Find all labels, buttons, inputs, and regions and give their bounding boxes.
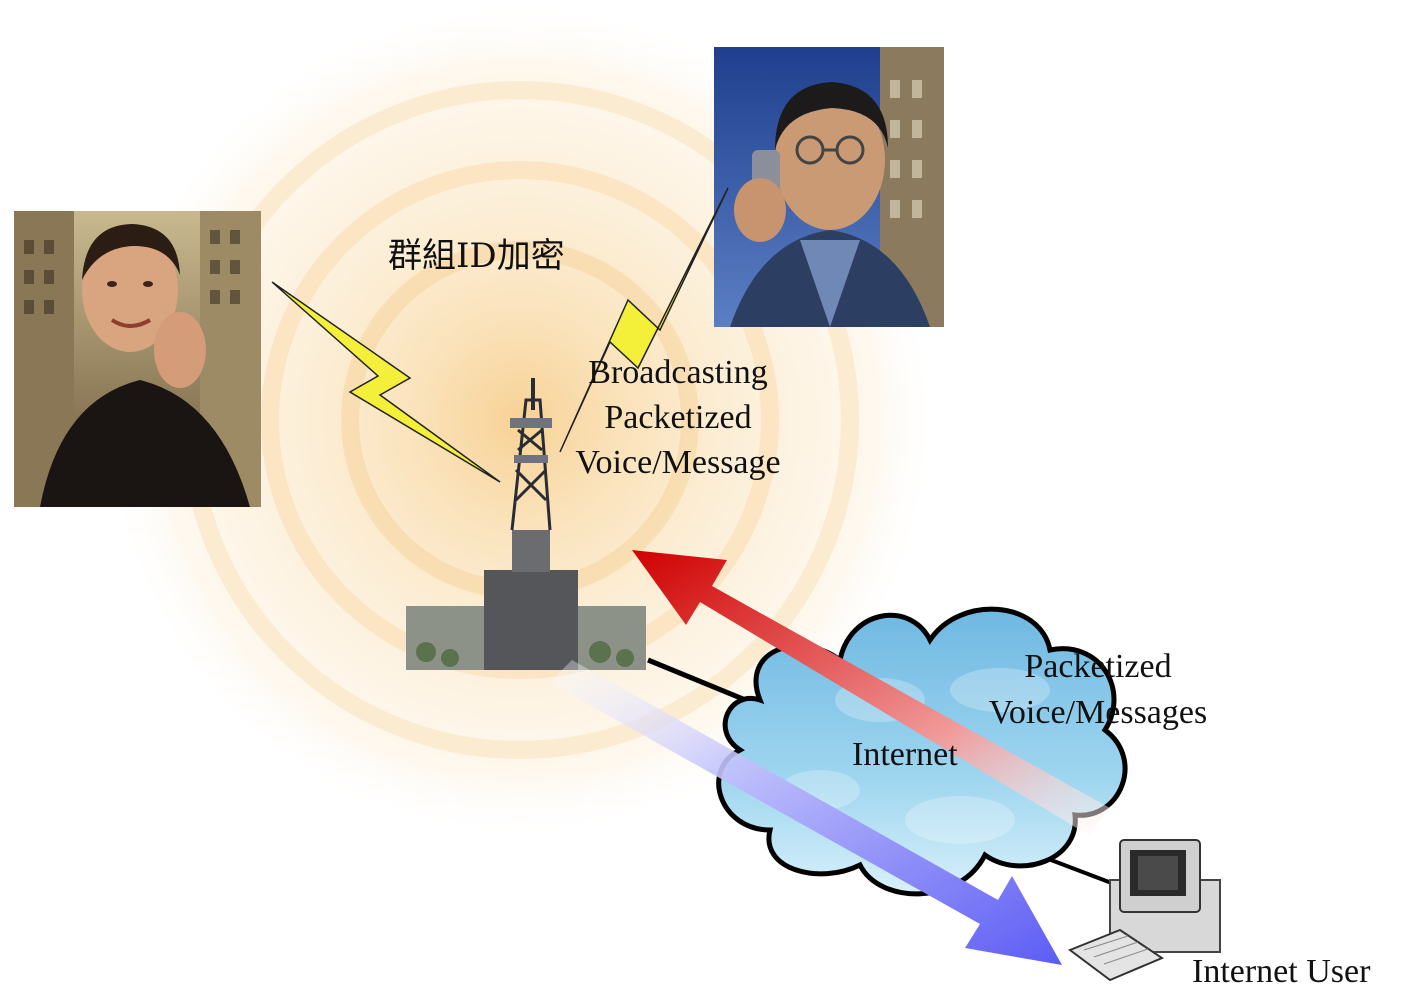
- downlink-arrow: [552, 660, 1062, 965]
- cloud-message-label: Packetized Voice/Messages: [968, 644, 1228, 736]
- group-id-encryption-label: 群組ID加密: [388, 236, 565, 276]
- person-left-photo: [14, 211, 261, 507]
- lightning-bolt-left: [271, 281, 501, 483]
- broadcast-label: Broadcasting Packetized Voice/Message: [548, 350, 808, 485]
- internet-user-label: Internet User: [1192, 953, 1371, 990]
- lightning-bolt-right: [559, 187, 729, 453]
- uplink-arrow: [632, 550, 1110, 836]
- desktop-computer-icon: [1067, 839, 1221, 982]
- internet-cloud-label: Internet: [852, 736, 958, 773]
- radio-tower: [406, 378, 646, 670]
- broadcast-label-line3: Voice/Message: [575, 444, 781, 481]
- cloud-message-line2: Voice/Messages: [988, 694, 1208, 731]
- cloud-message-line1: Packetized: [1024, 648, 1172, 685]
- person-right-photo: [714, 47, 944, 327]
- broadcast-label-line2: Packetized: [604, 399, 752, 436]
- broadcast-label-line1: Broadcasting: [588, 354, 768, 391]
